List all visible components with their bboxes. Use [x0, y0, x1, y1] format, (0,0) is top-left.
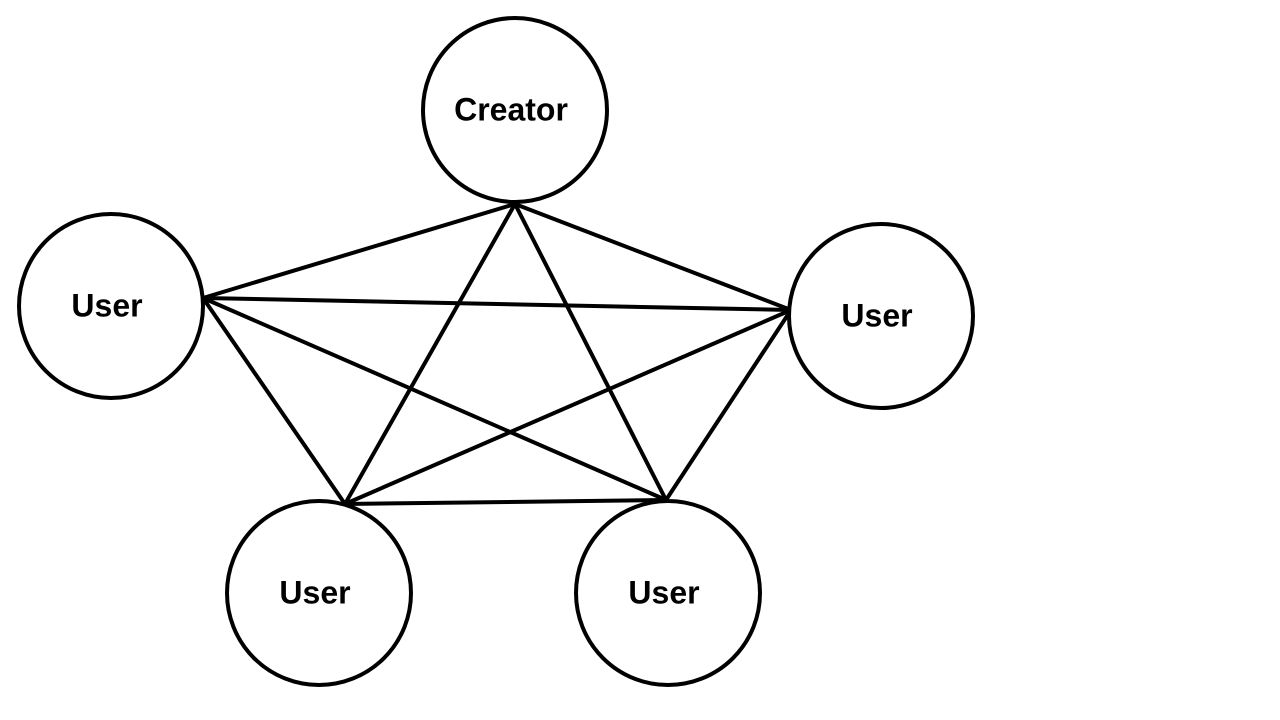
node-label: Creator: [454, 91, 568, 127]
node-user-left: User: [17, 212, 205, 400]
edge-user-left-to-user-bottom-left: [201, 296, 347, 506]
node-user-right: User: [787, 222, 975, 410]
node-label: User: [628, 574, 699, 610]
edge-user-right-to-user-bottom-right: [664, 308, 793, 502]
node-circle: [787, 222, 975, 410]
node-label: User: [279, 574, 350, 610]
edge-creator-to-user-left: [201, 202, 517, 300]
node-label: User: [71, 287, 142, 323]
node-circle: [17, 212, 205, 400]
edge-creator-to-user-bottom-right: [513, 202, 668, 502]
node-circle: [421, 16, 609, 204]
node-creator: Creator: [421, 16, 609, 204]
node-circle: [225, 499, 413, 687]
edge-user-left-to-user-right: [201, 296, 793, 312]
node-user-bottom-right: User: [574, 499, 762, 687]
edge-user-right-to-user-bottom-left: [343, 308, 793, 506]
node-circle: [574, 499, 762, 687]
edge-creator-to-user-right: [513, 202, 793, 312]
edge-user-bottom-left-to-user-bottom-right: [343, 498, 668, 506]
node-user-bottom-left: User: [225, 499, 413, 687]
connections: [201, 202, 793, 506]
edge-creator-to-user-bottom-left: [343, 202, 517, 506]
edge-user-left-to-user-bottom-right: [201, 296, 668, 502]
node-label: User: [841, 297, 912, 333]
